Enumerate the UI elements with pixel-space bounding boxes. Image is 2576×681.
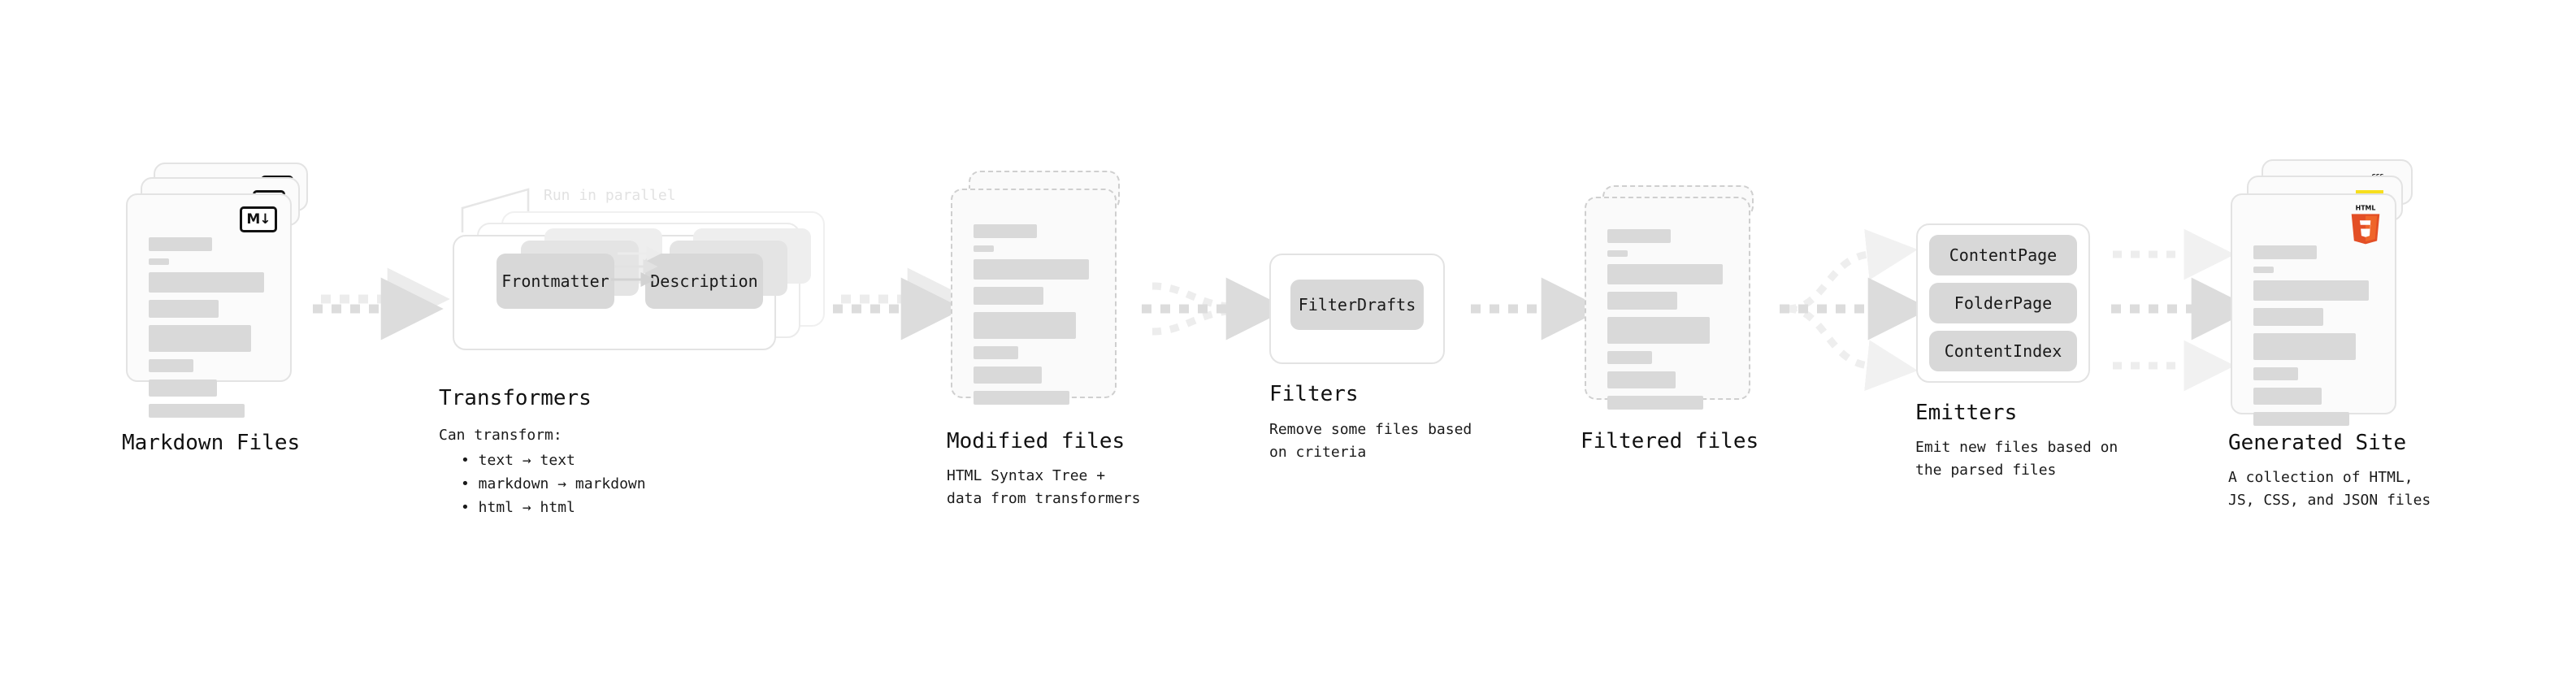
run-in-parallel-label: Run in parallel <box>544 187 676 204</box>
stage-filtered-files: Filtered files <box>1581 185 1772 453</box>
filters-chip-filterdrafts-label: FilterDrafts <box>1298 295 1416 314</box>
modified-card-front[interactable] <box>951 189 1117 405</box>
filtered-card-content <box>1607 229 1728 417</box>
markdown-card-stack: M↓ M↓ M↓ <box>126 163 313 418</box>
emitters-chip-contentpage-label: ContentPage <box>1949 245 2058 265</box>
transformers-description: Can transform: <box>439 427 562 444</box>
markdown-card-front[interactable]: M↓ <box>126 193 292 418</box>
generated-card-stack: CSS HTML <box>2231 159 2426 426</box>
transformer-chip-frontmatter[interactable]: Frontmatter <box>497 254 614 309</box>
markdown-icon: M↓ <box>240 206 277 232</box>
connector-modified-to-filters <box>1142 277 1289 340</box>
transformers-bullet-2: • markdown → markdown <box>461 475 646 492</box>
emitters-chip-contentindex[interactable]: ContentIndex <box>1929 331 2077 371</box>
emitters-chip-contentpage[interactable]: ContentPage <box>1929 235 2077 275</box>
connector-emitters-to-site <box>2111 228 2254 392</box>
transformers-bullet-1: • text → text <box>461 452 575 469</box>
transformer-inner-arrows <box>611 246 661 287</box>
modified-card-stack <box>951 171 1138 414</box>
emitters-chip-contentindex-label: ContentIndex <box>1944 341 2062 361</box>
connector-transformers-to-modified <box>833 267 970 340</box>
stage-title-markdown-files: Markdown Files <box>122 431 301 455</box>
filters-chip-filterdrafts[interactable]: FilterDrafts <box>1290 280 1424 330</box>
emitters-chip-folderpage-label: FolderPage <box>1954 293 2053 313</box>
transformer-chip-frontmatter-label: Frontmatter <box>501 271 609 291</box>
filters-description: Remove some files based on criteria <box>1269 421 1472 461</box>
stage-title-generated-site: Generated Site <box>2228 431 2407 455</box>
stage-generated-site: CSS HTML <box>2228 159 2431 509</box>
connector-filtered-to-emitters <box>1780 228 1931 392</box>
stage-title-transformers: Transformers <box>439 386 592 410</box>
stage-markdown-files: M↓ M↓ M↓ Markdown Files <box>122 163 313 455</box>
transformer-chip-description-label: Description <box>650 271 758 291</box>
filtered-card-front[interactable] <box>1585 197 1750 410</box>
generated-card-content <box>2253 245 2374 433</box>
stage-title-filtered-files: Filtered files <box>1581 429 1759 453</box>
stage-modified-files: Modified files HTML Syntax Tree + data f… <box>947 171 1140 507</box>
emitters-description: Emit new files based on the parsed files <box>1915 439 2118 479</box>
svg-text:HTML: HTML <box>2356 205 2376 212</box>
stage-title-modified-files: Modified files <box>947 429 1125 453</box>
connector-markdown-to-transformers <box>313 267 450 340</box>
emitters-chip-folderpage[interactable]: FolderPage <box>1929 283 2077 323</box>
generated-site-description: A collection of HTML, JS, CSS, and JSON … <box>2228 469 2431 509</box>
stage-title-emitters: Emitters <box>1915 401 2018 425</box>
transformers-bullet-3: • html → html <box>461 499 575 516</box>
markdown-card-content <box>149 237 269 425</box>
filtered-card-stack <box>1585 185 1772 421</box>
modified-card-content <box>974 224 1094 412</box>
generated-card-front-html[interactable]: HTML <box>2231 193 2396 426</box>
parallel-bracket-icon <box>461 188 530 232</box>
stage-title-filters: Filters <box>1269 382 1359 406</box>
modified-files-description: HTML Syntax Tree + data from transformer… <box>947 467 1141 507</box>
html5-icon: HTML <box>2351 205 2380 245</box>
transformer-chip-description[interactable]: Description <box>645 254 763 309</box>
